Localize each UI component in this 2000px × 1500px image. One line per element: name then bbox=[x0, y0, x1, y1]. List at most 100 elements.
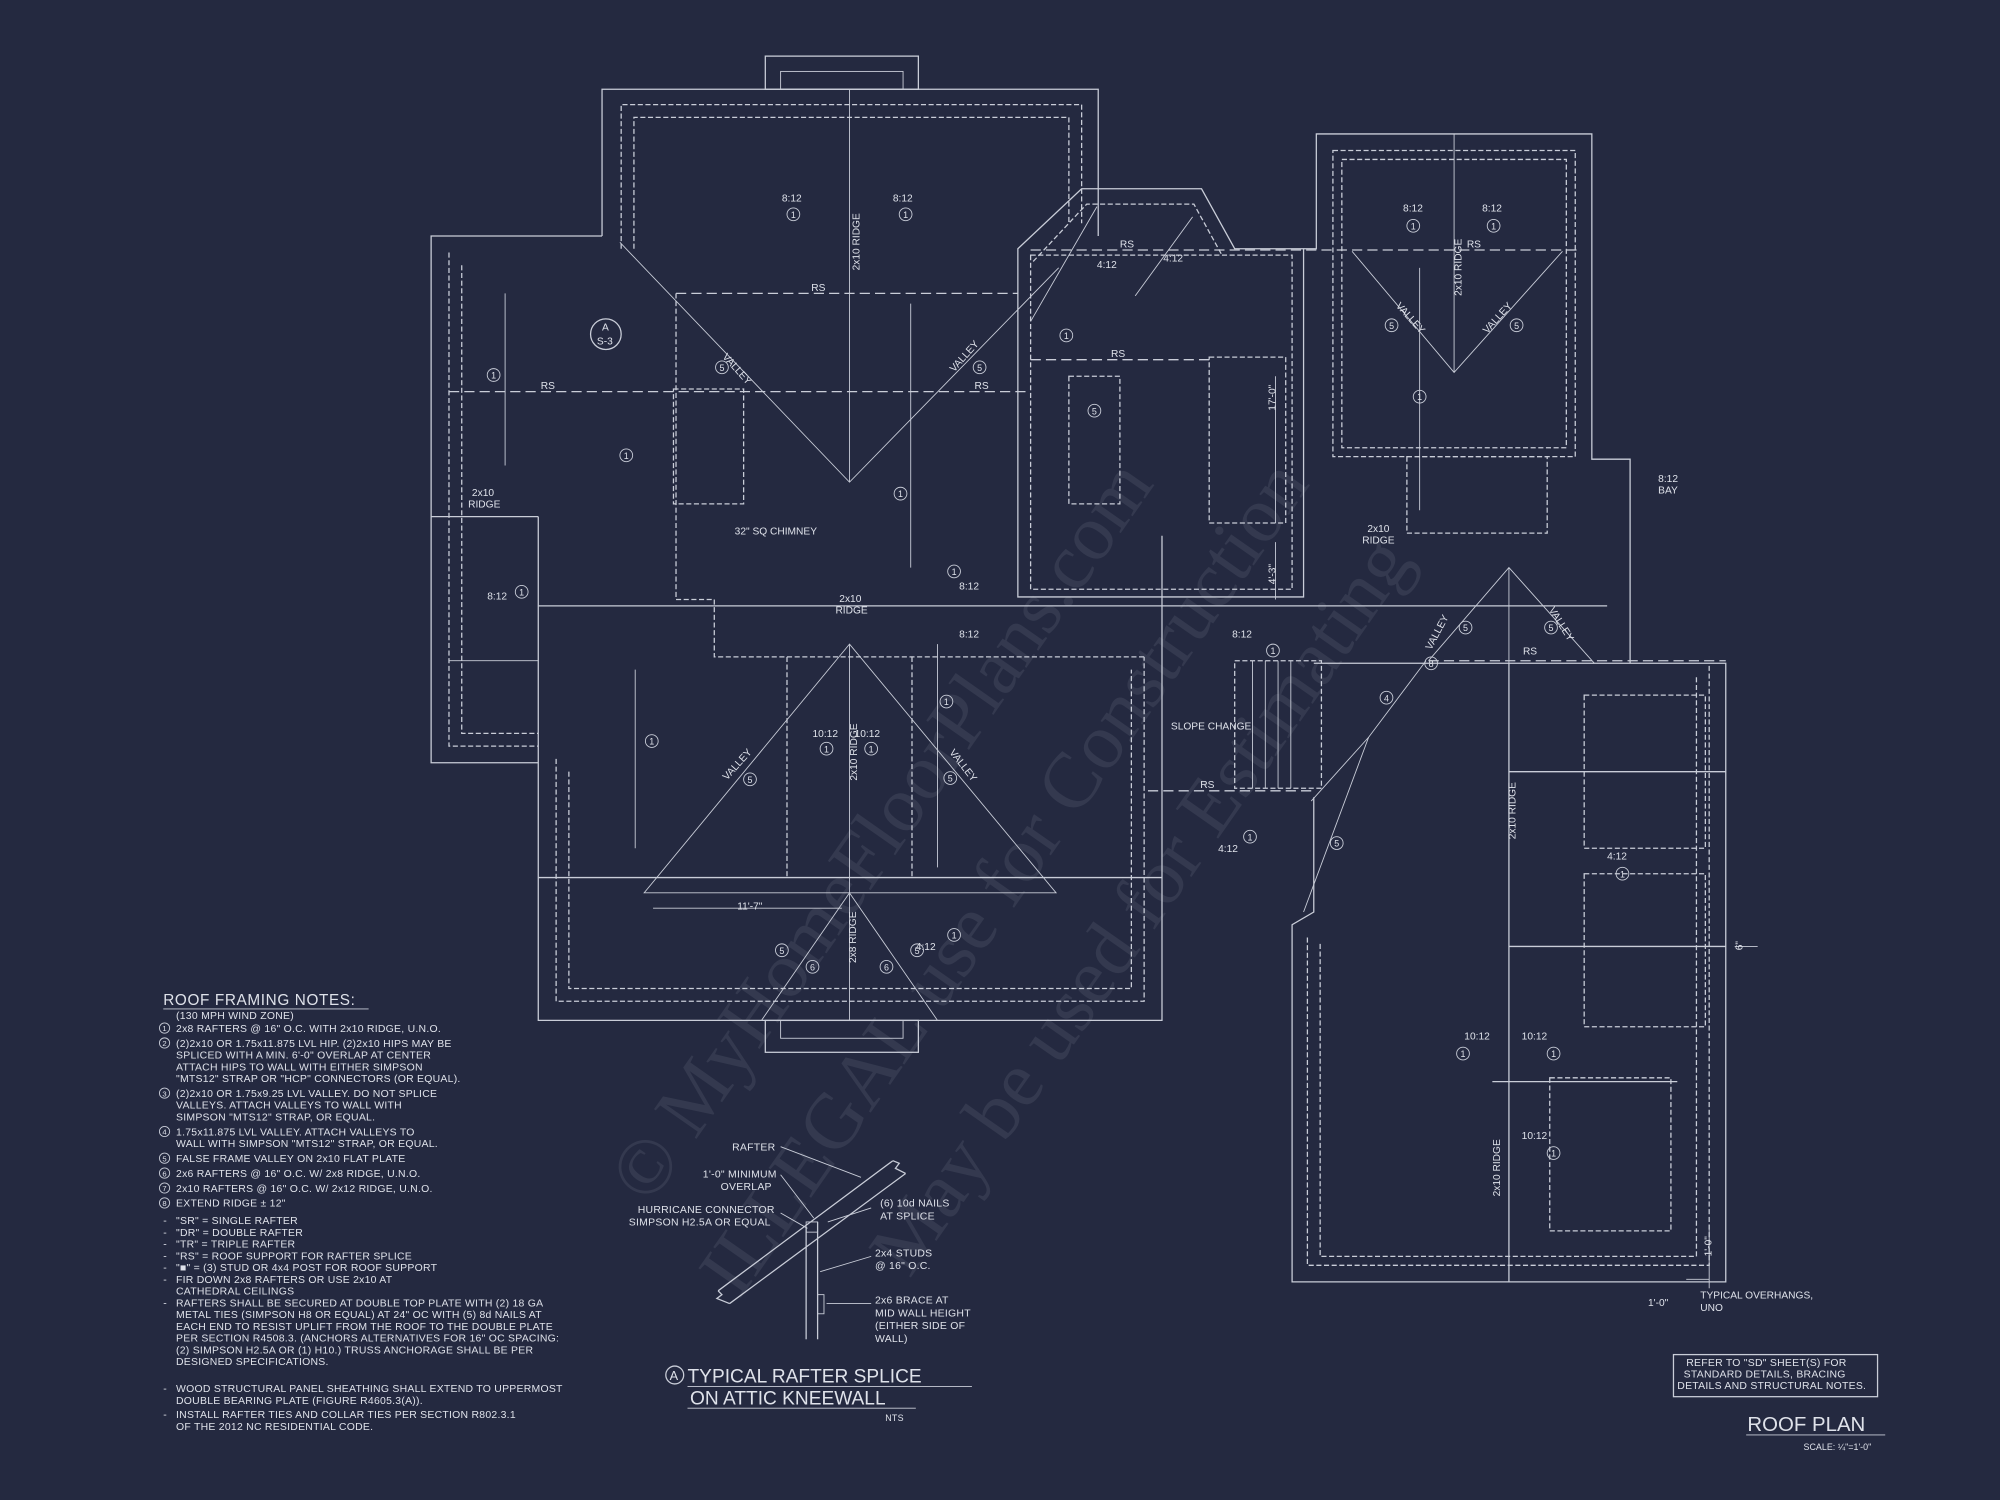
note-line: METAL TIES (SIMPSON H8 OR EQUAL) AT 24" … bbox=[176, 1310, 542, 1321]
plan-rotated-label: 6" bbox=[1734, 941, 1745, 951]
keynote-number: 1 bbox=[1620, 869, 1625, 879]
plan-rotated-label: VALLEY bbox=[1393, 301, 1427, 337]
keynote-marker: 5 bbox=[775, 943, 789, 958]
keynote-marker: 1 bbox=[939, 694, 954, 709]
notes-subtitle: (130 MPH WIND ZONE) bbox=[176, 1011, 294, 1022]
callout-overlap: 1'-0" MINIMUM bbox=[703, 1169, 777, 1180]
keynote-marker: 1 bbox=[644, 734, 659, 748]
keynote-number: 1 bbox=[1270, 646, 1275, 656]
plan-rotated-label: VALLEY bbox=[1481, 301, 1515, 337]
keynote-number: 5 bbox=[1334, 839, 1339, 849]
keynote-number: 6 bbox=[810, 962, 815, 972]
keynote-number: 1 bbox=[1461, 1049, 1466, 1059]
bullet-dash: - bbox=[163, 1216, 167, 1227]
keynote-number: 8 bbox=[1429, 659, 1434, 669]
keynote-number: 5 bbox=[948, 774, 953, 784]
note-number: 3 bbox=[162, 1089, 166, 1098]
keynote-marker: 6 bbox=[879, 960, 894, 974]
note-line: "TR" = TRIPLE RAFTER bbox=[176, 1240, 296, 1251]
keynote-number: 5 bbox=[1463, 623, 1468, 633]
keynote-marker: 1 bbox=[893, 486, 908, 501]
refer-note-line: REFER TO "SD" SHEET(S) FOR bbox=[1686, 1358, 1847, 1369]
keynote-marker: 5 bbox=[972, 360, 987, 375]
sheet-scale: SCALE: ¼"=1'-0" bbox=[1804, 1442, 1872, 1452]
plan-label: RS bbox=[541, 381, 555, 392]
keynote-number: 5 bbox=[779, 946, 784, 956]
bullet-note: -"SR" = SINGLE RAFTER bbox=[163, 1216, 298, 1227]
note-number: 1 bbox=[162, 1024, 166, 1033]
plan-label: 4:12 bbox=[1097, 260, 1117, 271]
plan-label: 8:12 bbox=[487, 591, 507, 602]
plan-label: 8:12 bbox=[959, 581, 979, 592]
keynote-marker: 1 bbox=[1615, 866, 1630, 881]
detail-tag-circle bbox=[665, 1365, 685, 1385]
keynote-marker: 1 bbox=[1059, 328, 1074, 343]
plan-label: RS bbox=[1120, 239, 1134, 250]
keynote-marker: 6 bbox=[805, 960, 820, 974]
detail-tag: A bbox=[670, 1368, 679, 1383]
note-line: 1.75x11.875 LVL VALLEY. ATTACH VALLEYS T… bbox=[176, 1127, 415, 1138]
callout-brace: WALL) bbox=[875, 1334, 908, 1345]
note-line: EACH END TO RESIST UPLIFT FROM THE ROOF … bbox=[176, 1322, 553, 1333]
numbered-note: 2(2)2x10 OR 1.75x11.875 LVL HIP. (2)2x10… bbox=[158, 1037, 461, 1085]
keynote-number: 1 bbox=[791, 210, 796, 220]
callout-connector: HURRICANE CONNECTOR bbox=[638, 1205, 775, 1216]
plan-label: RS bbox=[811, 283, 825, 294]
notes-title: ROOF FRAMING NOTES: bbox=[163, 992, 355, 1009]
keynote-marker: 1 bbox=[1266, 643, 1280, 658]
numbered-note: 1 2x8 RAFTERS @ 16" O.C. WITH 2x10 RIDGE,… bbox=[158, 1022, 441, 1035]
keynote-marker: 1 bbox=[1546, 1146, 1561, 1160]
keynote-number: 5 bbox=[977, 363, 982, 373]
plan-rotated-label: 2x10 RIDGE bbox=[1492, 1139, 1503, 1196]
keynote-marker: 5 bbox=[910, 943, 924, 958]
bullet-note: -"■" = (3) STUD OR 4x4 POST FOR ROOF SUP… bbox=[163, 1263, 437, 1274]
bullet-dash: - bbox=[163, 1240, 167, 1251]
bullet-dash: - bbox=[163, 1384, 167, 1395]
keynote-number: 1 bbox=[952, 567, 957, 577]
bullet-dash: - bbox=[163, 1251, 167, 1262]
note-line: EXTEND RIDGE ± 12" bbox=[176, 1199, 286, 1210]
note-line: VALLEYS. ATTACH VALLEYS TO WALL WITH bbox=[176, 1101, 402, 1112]
note-line: (2)2x10 OR 1.75x11.875 LVL HIP. (2)2x10 … bbox=[176, 1039, 452, 1050]
plan-label: 10:12 bbox=[1522, 1032, 1548, 1043]
note-line: "MTS12" STRAP OR "HCP" CONNECTORS (OR EQ… bbox=[176, 1074, 461, 1085]
plan-rotated-label: 2x10 RIDGE bbox=[1507, 782, 1518, 839]
plan-label: RS bbox=[1111, 349, 1125, 360]
plan-label: 10:12 bbox=[1464, 1032, 1490, 1043]
note-line: 2x8 RAFTERS @ 16" O.C. WITH 2x10 RIDGE, … bbox=[176, 1024, 441, 1035]
keynote-marker: 1 bbox=[947, 564, 961, 579]
note-line: RAFTERS SHALL BE SECURED AT DOUBLE TOP P… bbox=[176, 1298, 543, 1309]
plan-label: 10:12 bbox=[813, 729, 839, 740]
sheet-title: ROOF PLAN bbox=[1747, 1414, 1865, 1436]
callout-brace: (EITHER SIDE OF bbox=[875, 1321, 965, 1332]
keynote-number: 1 bbox=[624, 451, 629, 461]
rafter-splice-detail: RAFTER 1'-0" MINIMUM OVERLAP HURRICANE C… bbox=[629, 1143, 972, 1423]
plan-label: 10:12 bbox=[855, 729, 881, 740]
keynote-marker: 1 bbox=[898, 207, 913, 222]
keynote-number: 1 bbox=[824, 744, 829, 754]
plan-label: 2x10 bbox=[839, 594, 861, 605]
plan-label: S-3 bbox=[597, 336, 613, 347]
plan-label: A bbox=[602, 322, 609, 333]
keynote-number: 5 bbox=[1389, 321, 1394, 331]
callout-studs: 2x4 STUDS bbox=[875, 1248, 932, 1259]
plan-label: 11'-7" bbox=[737, 901, 763, 912]
plan-label: BAY bbox=[1658, 486, 1678, 497]
refer-note-line: DETAILS AND STRUCTURAL NOTES. bbox=[1677, 1381, 1866, 1392]
note-line: FIR DOWN 2x8 RAFTERS OR USE 2x10 AT bbox=[176, 1275, 393, 1286]
keynote-number: 5 bbox=[915, 946, 920, 956]
keynote-marker: 1 bbox=[819, 741, 834, 756]
note-line: "RS" = ROOF SUPPORT FOR RAFTER SPLICE bbox=[176, 1251, 412, 1262]
note-line: "■" = (3) STUD OR 4x4 POST FOR ROOF SUPP… bbox=[176, 1263, 438, 1274]
plan-label: RIDGE bbox=[468, 500, 500, 511]
bullet-note: -"RS" = ROOF SUPPORT FOR RAFTER SPLICE bbox=[163, 1251, 412, 1262]
keynote-number: 4 bbox=[1384, 693, 1389, 703]
keynote-marker: 1 bbox=[514, 585, 529, 599]
keynote-marker: 1 bbox=[1486, 218, 1501, 233]
keynote-marker: 4 bbox=[1379, 690, 1394, 705]
keynote-marker: 5 bbox=[1087, 403, 1102, 418]
